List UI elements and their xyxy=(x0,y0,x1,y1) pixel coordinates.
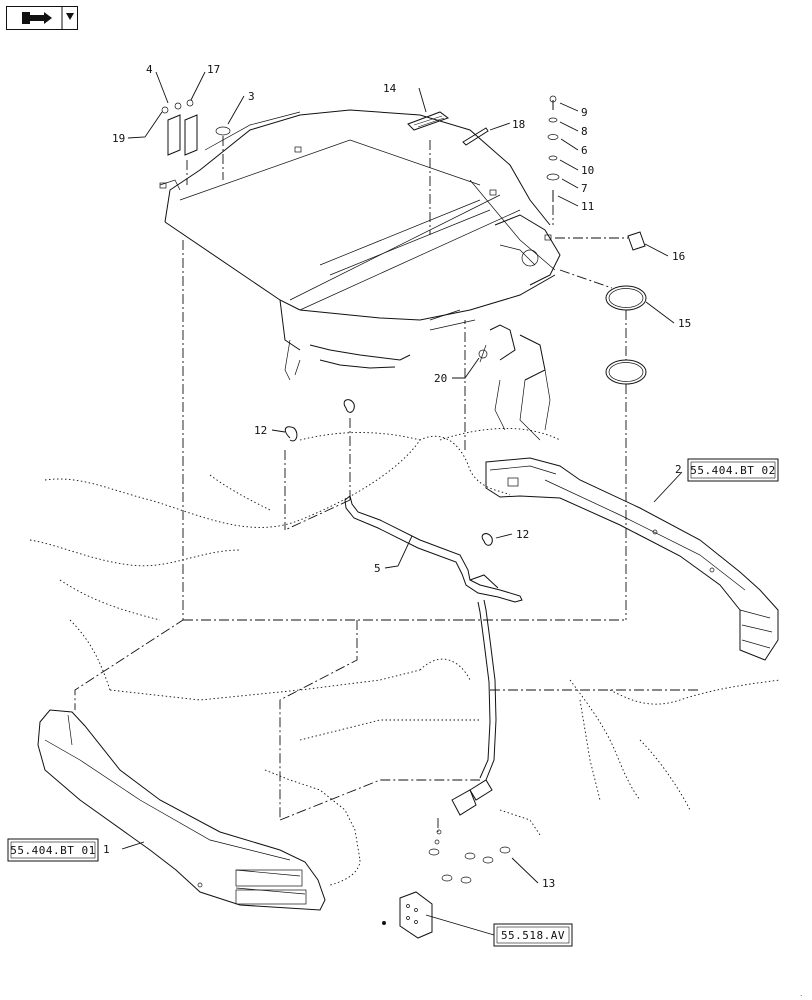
callout-3: 3 xyxy=(248,90,255,103)
arrow-icon xyxy=(6,6,78,30)
callout-6: 6 xyxy=(581,144,588,157)
callout-4: 4 xyxy=(146,63,153,76)
callout-2: 2 xyxy=(675,463,682,476)
callout-12-upper: 12 xyxy=(254,424,267,437)
callout-16: 16 xyxy=(672,250,685,263)
reference-link-right-bumper[interactable]: 55.404.BT 02 xyxy=(687,458,779,482)
callout-14: 14 xyxy=(383,82,397,95)
callout-19: 19 xyxy=(112,132,125,145)
roof-assembly xyxy=(159,109,561,441)
clamp-part xyxy=(478,344,488,363)
hose-and-tube xyxy=(284,399,523,816)
left-bumper xyxy=(37,709,326,911)
reference-link-left-bumper[interactable]: 55.404.BT 01 xyxy=(7,838,99,862)
corner-mark: . xyxy=(800,989,803,998)
callout-13: 13 xyxy=(542,877,555,890)
plug-and-rings xyxy=(555,231,647,620)
callout-11: 11 xyxy=(581,200,594,213)
callout-8: 8 xyxy=(581,125,588,138)
callout-7: 7 xyxy=(581,182,588,195)
chassis-outline xyxy=(29,428,781,886)
callout-labels: 4 17 3 19 14 18 9 8 6 10 7 11 16 15 20 1… xyxy=(103,63,691,890)
callout-9: 9 xyxy=(581,106,588,119)
callout-12-lower: 12 xyxy=(516,528,529,541)
fastener-stack xyxy=(546,95,560,225)
callout-10: 10 xyxy=(581,164,594,177)
ref-label-connector: 55.518.AV xyxy=(501,929,565,942)
right-bumper xyxy=(485,457,779,661)
navigation-button[interactable] xyxy=(6,6,78,30)
callout-15: 15 xyxy=(678,317,691,330)
alignment-lines xyxy=(74,240,700,821)
connector-group xyxy=(382,818,511,939)
decal-and-pin xyxy=(407,111,489,235)
callout-5: 5 xyxy=(374,562,381,575)
callout-17: 17 xyxy=(207,63,220,76)
callout-18: 18 xyxy=(512,118,525,131)
ref-label-left-bumper: 55.404.BT 01 xyxy=(10,844,95,857)
ref-label-right-bumper: 55.404.BT 02 xyxy=(690,464,775,477)
reference-link-connector[interactable]: 55.518.AV xyxy=(493,923,573,947)
callout-1: 1 xyxy=(103,843,110,856)
bracket-parts-top-left xyxy=(161,99,231,185)
callout-20: 20 xyxy=(434,372,447,385)
leader-lines xyxy=(121,71,683,936)
